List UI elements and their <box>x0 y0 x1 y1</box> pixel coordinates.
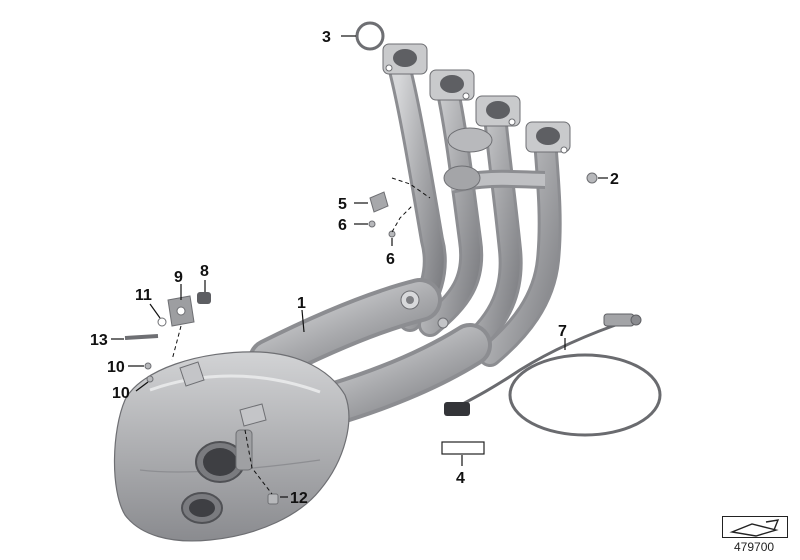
callout-6-lower: 6 <box>386 251 395 268</box>
reference-arrow-icon <box>729 519 780 537</box>
callout-8: 8 <box>200 263 209 280</box>
callout-9: 9 <box>174 269 183 286</box>
muffler <box>113 351 350 542</box>
callout-6-upper: 6 <box>338 217 347 234</box>
callout-1: 1 <box>297 295 306 312</box>
reference-symbol-box <box>722 516 788 538</box>
small-parts <box>124 21 598 505</box>
header-flanges <box>382 43 571 154</box>
callout-10-upper: 10 <box>107 359 125 376</box>
callout-2: 2 <box>610 171 619 188</box>
callout-12: 12 <box>290 490 308 507</box>
callout-7: 7 <box>558 323 567 340</box>
leader-lines <box>111 35 608 498</box>
callout-10-lower: 10 <box>112 385 130 402</box>
callout-5: 5 <box>338 196 347 213</box>
callout-13: 13 <box>90 332 108 349</box>
lambda-sensor <box>444 313 662 437</box>
header-pipes <box>388 58 562 367</box>
collector-pipes <box>248 278 492 427</box>
callout-11: 11 <box>135 287 152 304</box>
callout-3: 3 <box>322 29 331 46</box>
callout-4: 4 <box>456 470 465 487</box>
reference-number: 479700 <box>734 540 775 554</box>
callouts: 3 2 5 6 6 1 7 8 9 11 13 10 10 12 4 <box>90 29 619 507</box>
